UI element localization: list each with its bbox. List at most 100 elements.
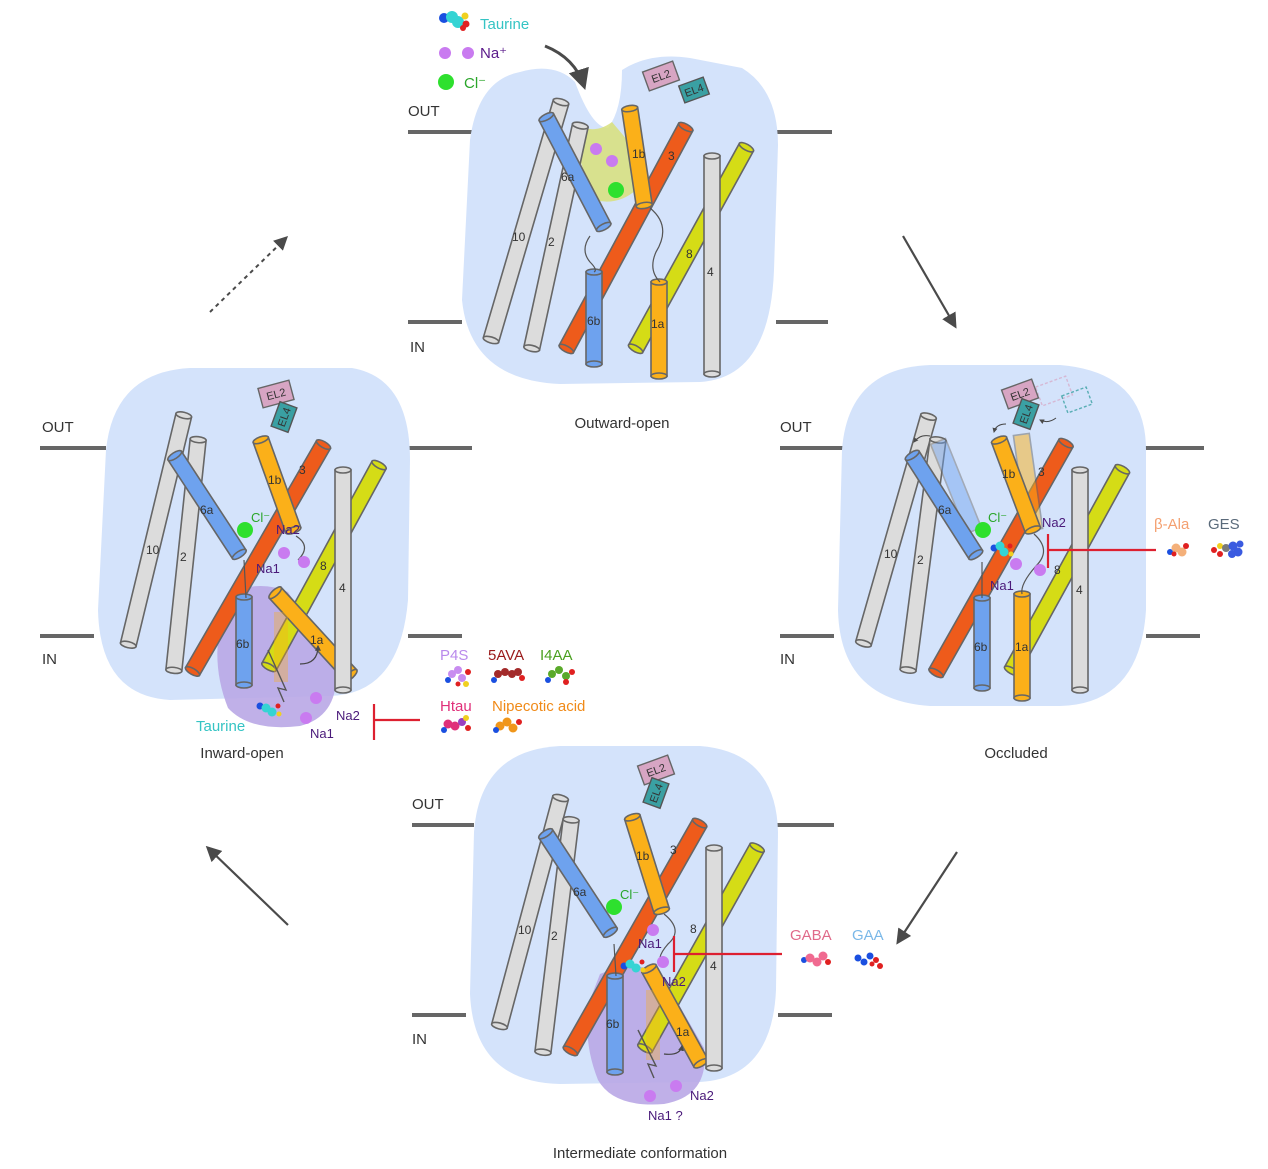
chloride-ion	[608, 182, 624, 198]
chloride-ion	[237, 522, 253, 538]
helix-6b-label: 6b	[974, 640, 988, 654]
linker-loop	[649, 207, 664, 283]
linker-loop	[243, 559, 247, 599]
helix-10-label: 10	[512, 230, 526, 244]
released-taurine-label: Taurine	[196, 718, 245, 735]
membrane-in-label: IN	[42, 651, 57, 668]
released-sodium-ion	[644, 1090, 656, 1102]
helix-4-label: 4	[710, 959, 717, 973]
el4-loop: EL4	[642, 776, 670, 810]
helix-3-label: 3	[668, 149, 675, 163]
chloride-icon	[438, 74, 454, 90]
el2-loop: EL2	[636, 754, 676, 786]
inhibitor-i4aa-label: I4AA	[540, 647, 573, 664]
helix-6a-label: 6a	[573, 885, 587, 899]
helix-2-label: 2	[551, 929, 558, 943]
sodium-icon	[439, 47, 451, 59]
movement-arrow-icon	[267, 649, 288, 703]
sodium-ion	[298, 556, 310, 568]
inhibitor-ges-label: GES	[1208, 516, 1240, 533]
helix-3-label: 3	[1038, 465, 1045, 479]
legend: Taurine Na⁺ Cl⁻	[438, 11, 529, 92]
legend-chloride-label: Cl⁻	[464, 75, 486, 92]
5ava-molecule-icon	[491, 668, 525, 683]
helix-1a-label: 1a	[310, 633, 324, 647]
inhibitor-5ava-label: 5AVA	[488, 647, 524, 664]
sodium-ion	[606, 155, 618, 167]
helix-3-label: 3	[670, 843, 677, 857]
arrow-occluded-to-intermediate	[896, 851, 958, 945]
el4-ghost	[1060, 386, 1094, 414]
helix-10-label: 10	[518, 923, 532, 937]
helix-8-label: 8	[1054, 563, 1061, 577]
inhibitor-nipecotic-label: Nipecotic acid	[492, 698, 585, 715]
movement-arrow-icon	[913, 435, 931, 443]
helix-8-label: 8	[690, 922, 697, 936]
sodium-icon	[462, 47, 474, 59]
rotation-arrow-icon	[299, 644, 321, 665]
bound-taurine-molecule-icon	[620, 959, 646, 973]
membrane-out-label: OUT	[412, 796, 444, 813]
chloride-ion	[606, 899, 622, 915]
helix-1a-label: 1a	[1015, 640, 1029, 654]
na1-label: Na1	[990, 578, 1014, 593]
membrane-out-label: OUT	[408, 103, 440, 120]
transporter-blob	[838, 365, 1146, 706]
transporter-blob	[462, 56, 778, 384]
sodium-ion	[1034, 564, 1046, 576]
helix-1a-ghost	[274, 612, 288, 682]
state-occluded: OUT IN 10 2 6a 6b 1b 3 8 4 1a	[780, 365, 1204, 762]
arrow-outward-to-occluded	[902, 235, 957, 329]
released-na1-label: Na1	[310, 726, 334, 741]
chloride-label: Cl⁻	[251, 510, 270, 525]
svg-text:EL2: EL2	[265, 387, 287, 404]
na1-label: Na1	[256, 561, 280, 576]
na2-label: Na2	[662, 974, 686, 989]
helix-2-label: 2	[180, 550, 187, 564]
htau-molecule-icon	[441, 715, 471, 733]
el4-loop: EL4	[1012, 397, 1040, 431]
gaa-molecule-icon	[854, 952, 883, 969]
helix-1a-label: 1a	[651, 317, 665, 331]
inhibitor-beta-ala-label: β-Ala	[1154, 516, 1190, 533]
el2-ghost	[1034, 375, 1074, 407]
na2-label: Na2	[1042, 515, 1066, 530]
el4-loop: EL4	[270, 400, 298, 434]
cycle-arrows	[205, 44, 958, 945]
helix-3-label: 3	[299, 463, 306, 477]
sodium-ion	[1010, 558, 1022, 570]
helix-1b-label: 1b	[632, 147, 646, 161]
helices	[854, 412, 1131, 702]
released-na2-label: Na2	[690, 1088, 714, 1103]
membrane-out-label: OUT	[42, 419, 74, 436]
linker-loop	[584, 235, 596, 273]
substrate-entry-arrow	[544, 44, 589, 90]
taurine-molecule-icon	[439, 11, 470, 31]
beta-alanine-molecule-icon	[1167, 543, 1189, 557]
helix-6b-label: 6b	[606, 1017, 620, 1031]
ges-molecule-icon	[1211, 540, 1244, 558]
gaba-molecule-icon	[801, 951, 831, 967]
released-taurine-molecule-icon	[256, 702, 282, 717]
caption-inward-open: Inward-open	[200, 745, 283, 762]
helix-2-label: 2	[548, 235, 555, 249]
el4-loop: EL4	[677, 76, 711, 104]
state-outward-open: OUT IN 10 2 6a 6b 1b 3 8 4 1a EL2	[408, 56, 832, 432]
arrow-inward-to-outward-dashed	[209, 236, 289, 313]
helices	[482, 97, 755, 380]
state-intermediate: OUT IN 10 2 6a 6b 1b 3 8 4 1a	[412, 746, 834, 1162]
helix-1a-label: 1a	[676, 1025, 690, 1039]
helix-6a-label: 6a	[561, 170, 575, 184]
helices	[490, 793, 766, 1076]
inhibitor-htau-label: Htau	[440, 698, 472, 715]
helix-1b-label: 1b	[268, 473, 282, 487]
caption-occluded: Occluded	[984, 745, 1047, 762]
nipecotic-acid-molecule-icon	[493, 717, 522, 733]
state-inward-open: OUT IN 10 2 6a 6b 1b 3 8 4 1a	[40, 368, 472, 762]
na1-label: Na1	[638, 936, 662, 951]
helix-4-label: 4	[707, 265, 714, 279]
helix-8-label: 8	[320, 559, 327, 573]
helix-4-label: 4	[1076, 583, 1083, 597]
helix-1a-ghost	[646, 990, 660, 1060]
